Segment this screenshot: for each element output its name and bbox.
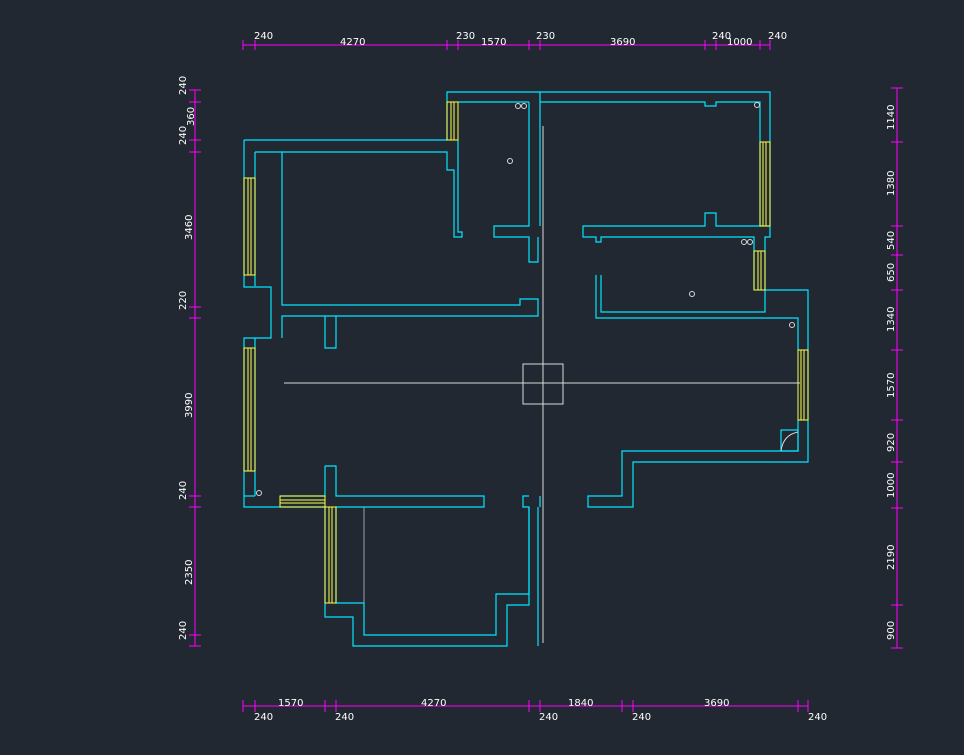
dim-bottom-7: 240: [539, 712, 558, 723]
corner-shower-icon: [780, 429, 799, 452]
dim-right-5: 1340: [886, 307, 897, 332]
dim-right-8: 1000: [886, 473, 897, 498]
window-right-middle: [753, 250, 766, 291]
dim-right-4: 650: [886, 263, 897, 282]
walls: [243, 91, 809, 647]
dim-bottom-8: 240: [632, 712, 651, 723]
fixture-icon: [515, 103, 521, 109]
dim-right-3: 540: [886, 231, 897, 250]
dim-bottom-1: 1570: [278, 698, 303, 709]
dim-right-9: 2190: [886, 545, 897, 570]
fixture-icon: [789, 322, 795, 328]
dim-bottom-6: 240: [335, 712, 354, 723]
dim-bottom-3: 1840: [568, 698, 593, 709]
window-bottom-horizontal: [279, 495, 326, 508]
window-bottom-vertical: [324, 506, 337, 604]
dim-left-8: 2350: [184, 560, 195, 585]
dim-bottom-4: 3690: [704, 698, 729, 709]
dim-left-2: 360: [186, 107, 197, 126]
window-right-lower: [797, 349, 809, 421]
dim-left-3: 240: [178, 126, 189, 145]
fixture-icon: [256, 490, 262, 496]
ceiling-light-icon: [507, 158, 513, 164]
dim-top-6: 3690: [610, 37, 635, 48]
dim-left-9: 240: [178, 621, 189, 640]
center-column-box: [522, 363, 564, 405]
fixture-icon: [754, 102, 760, 108]
dim-right-2: 1380: [886, 171, 897, 196]
dim-right-6: 1570: [886, 373, 897, 398]
dim-left-6: 3990: [184, 393, 195, 418]
fixture-icon: [741, 239, 747, 245]
fixture-icon: [521, 103, 527, 109]
window-left-lower: [243, 347, 256, 472]
bottom-dimension-chain: 1570 4270 1840 3690 240 240 240 240 240: [242, 698, 827, 723]
dim-top-8: 1000: [727, 37, 752, 48]
window-right-upper: [759, 141, 771, 227]
window-left-upper: [243, 177, 256, 276]
dim-left-1: 240: [178, 76, 189, 95]
left-dimension-chain: 240 360 240 3460 220 3990 240 2350 240: [178, 76, 201, 647]
center-axes: [284, 126, 800, 643]
dim-left-4: 3460: [184, 215, 195, 240]
dim-top-7: 240: [712, 31, 731, 42]
dim-bottom-5: 240: [254, 712, 273, 723]
dim-left-5: 220: [178, 291, 189, 310]
dim-top-9: 240: [768, 31, 787, 42]
window-top-left: [446, 101, 459, 141]
ceiling-light-icon: [689, 291, 695, 297]
windows: [243, 101, 809, 604]
top-dimension-chain: 240 4270 230 1570 230 3690 240 1000 240: [242, 31, 787, 50]
fixtures: [256, 102, 799, 496]
dim-left-7: 240: [178, 481, 189, 500]
dim-right-1: 1140: [886, 105, 897, 130]
dim-top-3: 230: [456, 31, 475, 42]
dim-top-4: 1570: [481, 37, 506, 48]
right-dimension-chain: 1140 1380 540 650 1340 1570 920 1000 219…: [886, 87, 903, 649]
dim-top-2: 4270: [340, 37, 365, 48]
dim-right-10: 900: [886, 621, 897, 640]
dim-top-1: 240: [254, 31, 273, 42]
dim-right-7: 920: [886, 433, 897, 452]
dim-bottom-9: 240: [808, 712, 827, 723]
fixture-icon: [747, 239, 753, 245]
dim-bottom-2: 4270: [421, 698, 446, 709]
wall-top-left-room: [244, 91, 541, 226]
dim-top-5: 230: [536, 31, 555, 42]
